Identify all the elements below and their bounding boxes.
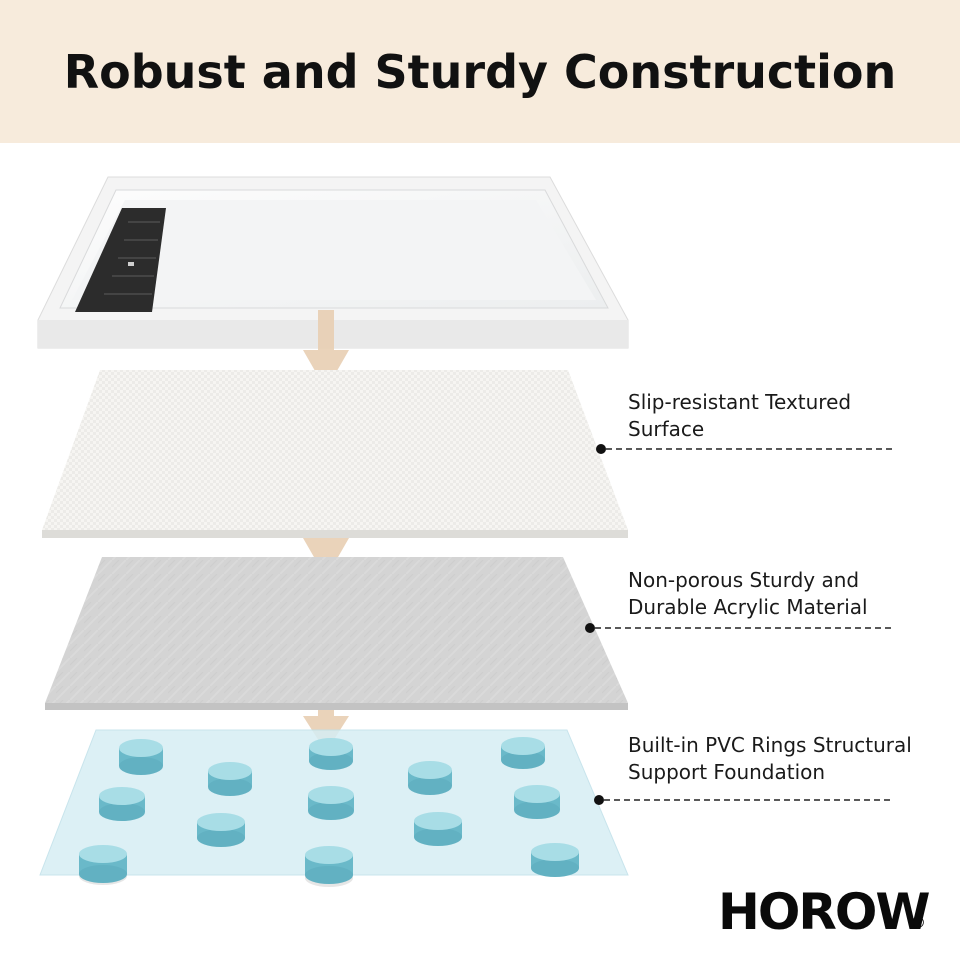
- pvc-ring: [208, 762, 252, 796]
- layer-label-pvc: Built-in PVC Rings Structural Support Fo…: [628, 732, 912, 786]
- label-line: Non-porous Sturdy and: [628, 568, 860, 592]
- registered-mark: ®: [910, 913, 926, 932]
- pvc-ring: [197, 813, 245, 847]
- pvc-ring: [79, 845, 127, 885]
- page-title: Robust and Sturdy Construction: [63, 44, 897, 99]
- label-line: Support Foundation: [628, 760, 826, 784]
- textured-layer: [42, 370, 628, 538]
- leader-line-2: [585, 623, 894, 633]
- pvc-ring: [305, 846, 353, 887]
- title-banner: Robust and Sturdy Construction: [0, 0, 960, 143]
- drain-grate: [75, 208, 166, 312]
- pvc-ring: [408, 761, 452, 795]
- brand-logo: HOROW: [718, 883, 931, 941]
- label-line: Built-in PVC Rings Structural: [628, 733, 912, 757]
- label-line: Durable Acrylic Material: [628, 595, 868, 619]
- layer-label-textured: Slip-resistant Textured Surface: [628, 389, 851, 443]
- leader-line-3: [594, 795, 894, 805]
- pvc-ring: [99, 787, 145, 821]
- leader-line-1: [596, 444, 894, 454]
- label-line: Surface: [628, 417, 705, 441]
- layer-label-acrylic: Non-porous Sturdy and Durable Acrylic Ma…: [628, 567, 868, 621]
- pvc-ring: [501, 737, 545, 769]
- pvc-ring: [414, 812, 462, 846]
- pvc-ring: [531, 843, 579, 877]
- pvc-ring: [309, 738, 353, 770]
- pvc-rings: [79, 737, 579, 887]
- label-line: Slip-resistant Textured: [628, 390, 852, 414]
- pvc-ring: [308, 786, 354, 820]
- pvc-ring: [514, 785, 560, 819]
- shower-tray: [37, 176, 629, 349]
- pvc-ring: [119, 739, 163, 775]
- acrylic-layer: [45, 557, 628, 710]
